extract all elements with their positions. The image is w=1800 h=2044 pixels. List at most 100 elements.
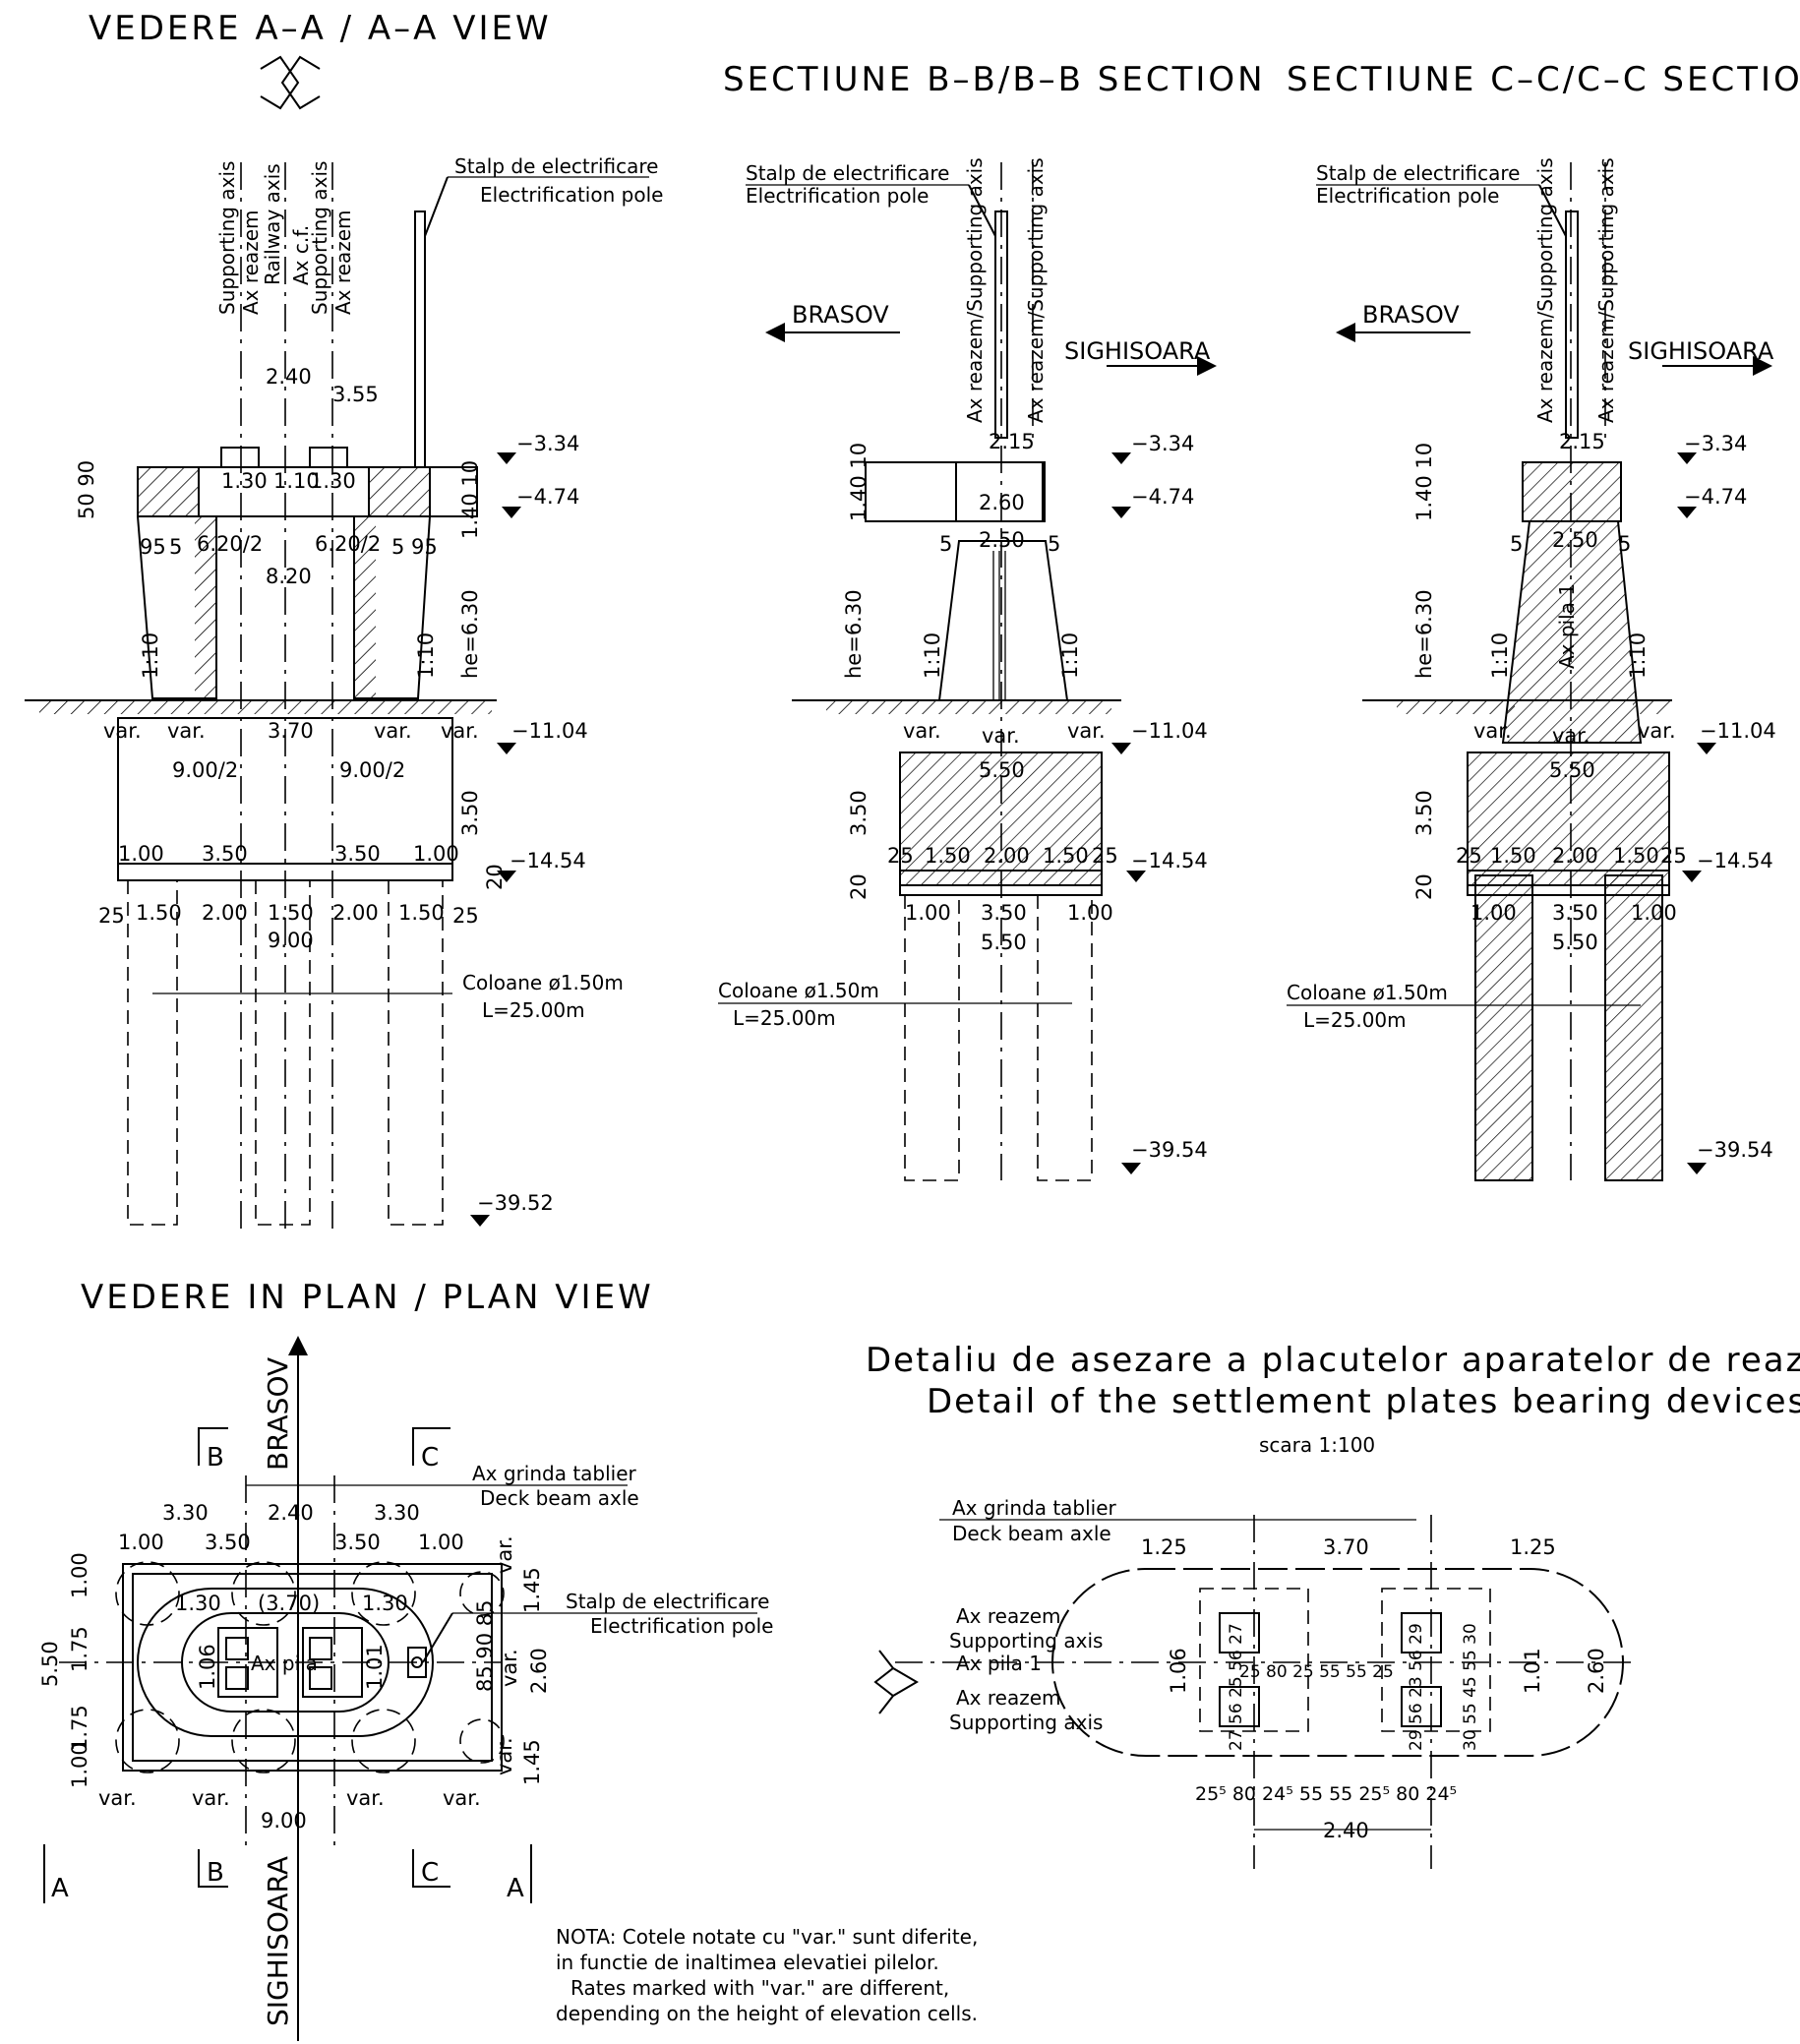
bb-dim-25b: 25	[1092, 844, 1118, 868]
plan-dim-859085: 85 90 85	[473, 1599, 497, 1692]
plan-var-4: var.	[443, 1786, 481, 1810]
aa-slope-right: 1:10	[414, 632, 438, 679]
cc-dim-350: 3.50	[1552, 901, 1598, 925]
aa-dim-130b: 1.30	[310, 469, 356, 493]
plan-mark-b-bottom: B	[207, 1858, 224, 1888]
detail-dim-260: 2.60	[1585, 1648, 1608, 1694]
aa-he: he=6.30	[458, 589, 482, 679]
detail-supporting-1: Supporting axis	[949, 1629, 1103, 1653]
plan-deck-axis-ro: Ax grinda tablier	[472, 1462, 637, 1485]
aa-dim-350v: 3.50	[458, 790, 482, 836]
bb-he: he=6.30	[842, 589, 866, 679]
aa-dim-25b: 25	[452, 904, 479, 928]
note-en-1: Rates marked with "var." are different,	[570, 1976, 949, 2000]
cc-slope-left: 1:10	[1488, 632, 1512, 679]
bb-level-pile-tip: −39.54	[1131, 1138, 1208, 1162]
aa-level-footing: −14.54	[510, 849, 586, 872]
cc-dim-150b: 1.50	[1613, 844, 1659, 868]
title-section-bb: SECTIUNE B–B/B–B SECTION	[723, 60, 1266, 99]
aa-dim-5090: 50 90	[75, 460, 98, 519]
plan-deck-axis-en: Deck beam axle	[480, 1486, 639, 1510]
aa-dim-150b: 1.50	[268, 901, 314, 925]
note-ro-2: in functie de inaltimea elevatiei pilelo…	[556, 1951, 939, 1974]
plan-mark-a-right: A	[507, 1874, 524, 1903]
cc-pole-en: Electrification pole	[1316, 184, 1499, 208]
aa-ax-cf: Ax c.f.	[289, 225, 313, 285]
cc-dim-250: 2.50	[1552, 528, 1598, 552]
cc-he: he=6.30	[1412, 589, 1436, 679]
bb-var-2: var.	[982, 724, 1020, 748]
cc-axis-1: Ax reazem/Supporting axis	[1533, 157, 1557, 423]
cc-dim-25b: 25	[1660, 844, 1687, 868]
plan-dim-350b: 3.50	[334, 1531, 381, 1554]
bb-dim-5b: 5	[1048, 532, 1060, 556]
aa-columns-2: L=25.00m	[482, 998, 585, 1022]
plan-dim-130a: 1.30	[175, 1592, 221, 1615]
bb-dim-250: 2.50	[979, 528, 1025, 552]
bb-dim-5a: 5	[939, 532, 952, 556]
cc-level-footing: −14.54	[1697, 849, 1773, 872]
aa-dim-130a: 1.30	[221, 469, 268, 493]
cc-dim-25a: 25	[1456, 844, 1482, 868]
bb-axis-1: Ax reazem/Supporting axis	[963, 157, 987, 423]
title-detail-ro: Detaliu de asezare a placutelor aparatel…	[866, 1341, 1800, 1380]
cc-sighisoara: SIGHISOARA	[1628, 337, 1774, 365]
aa-dim-350b: 3.50	[334, 842, 381, 866]
detail-inner-far: 30 55 45 55 30	[1461, 1623, 1480, 1751]
aa-var-3: var.	[374, 719, 412, 743]
cc-dim-1410: 1.40 10	[1412, 443, 1436, 521]
aa-var-2: var.	[167, 719, 206, 743]
cc-dim-350v: 3.50	[1412, 790, 1436, 836]
aa-dim-100a: 1.00	[118, 842, 164, 866]
plan-dim-100c: 1.00	[68, 1552, 91, 1598]
title-view-aa: VEDERE A–A / A–A VIEW	[89, 9, 552, 48]
cc-level-ground: −11.04	[1700, 719, 1776, 743]
bb-dim-550b: 5.50	[981, 931, 1027, 954]
cc-columns-2: L=25.00m	[1303, 1008, 1407, 1032]
aa-columns-1: Coloane ø1.50m	[462, 971, 624, 994]
plan-dim-175b: 1.75	[68, 1705, 91, 1751]
aa-pole-ro: Stalp de electrificare	[454, 154, 658, 178]
aa-slope-left: 1:10	[139, 632, 162, 679]
plan-mark-b-top: B	[207, 1443, 224, 1473]
plan-dim-106: 1.06	[196, 1644, 219, 1690]
aa-level-cap: −4.74	[516, 485, 579, 509]
title-detail-en: Detail of the settlement plates bearing …	[927, 1382, 1800, 1421]
cc-level-top: −3.34	[1684, 432, 1747, 455]
aa-dim-200a: 2.00	[202, 901, 248, 925]
section-bb: Stalp de electrificare Electrification p…	[718, 157, 1217, 1181]
aa-supporting-axis-left: Supporting axis	[215, 161, 239, 315]
aa-dim-95a: 95	[140, 535, 166, 559]
note-block: NOTA: Cotele notate cu "var." sunt difer…	[556, 1925, 978, 2025]
detail-ax-reazem-1: Ax reazem	[956, 1604, 1061, 1628]
plan-mark-a-left: A	[51, 1874, 69, 1903]
plan-var-r1: var.	[493, 1535, 516, 1574]
detail-dim-125b: 1.25	[1510, 1535, 1556, 1559]
bb-dim-25a: 25	[887, 844, 914, 868]
detail-inner-right: 29 56 23 56 29	[1407, 1623, 1426, 1751]
plan-dim-550: 5.50	[38, 1641, 62, 1687]
cc-pole-ro: Stalp de electrificare	[1316, 161, 1520, 185]
bb-level-ground: −11.04	[1131, 719, 1208, 743]
plan-dim-240: 2.40	[268, 1501, 314, 1525]
cc-columns-1: Coloane ø1.50m	[1287, 981, 1448, 1004]
bb-dim-150a: 1.50	[925, 844, 971, 868]
aa-dim-350a: 3.50	[202, 842, 248, 866]
bb-dim-215: 2.15	[989, 430, 1035, 453]
plan-dim-101: 1.01	[363, 1644, 387, 1690]
aa-dim-900a: 9.00/2	[172, 758, 238, 782]
plan-dim-100d: 1.00	[68, 1742, 91, 1788]
cc-level-pile-tip: −39.54	[1697, 1138, 1773, 1162]
plan-dim-100a: 1.00	[118, 1531, 164, 1554]
bb-slope-left: 1:10	[921, 632, 944, 679]
section-cc: Stalp de electrificare Electrification p…	[1287, 157, 1776, 1181]
plan-dim-100b: 1.00	[418, 1531, 464, 1554]
plan-mark-c-top: C	[421, 1443, 439, 1473]
plan-dim-145b: 1.45	[520, 1739, 544, 1785]
aa-supporting-axis-right: Supporting axis	[308, 161, 331, 315]
cc-var-2: var.	[1552, 724, 1590, 748]
aa-dim-620b: 6.20/2	[315, 532, 381, 556]
cc-dim-200: 2.00	[1552, 844, 1598, 868]
bb-slope-right: 1:10	[1058, 632, 1082, 679]
